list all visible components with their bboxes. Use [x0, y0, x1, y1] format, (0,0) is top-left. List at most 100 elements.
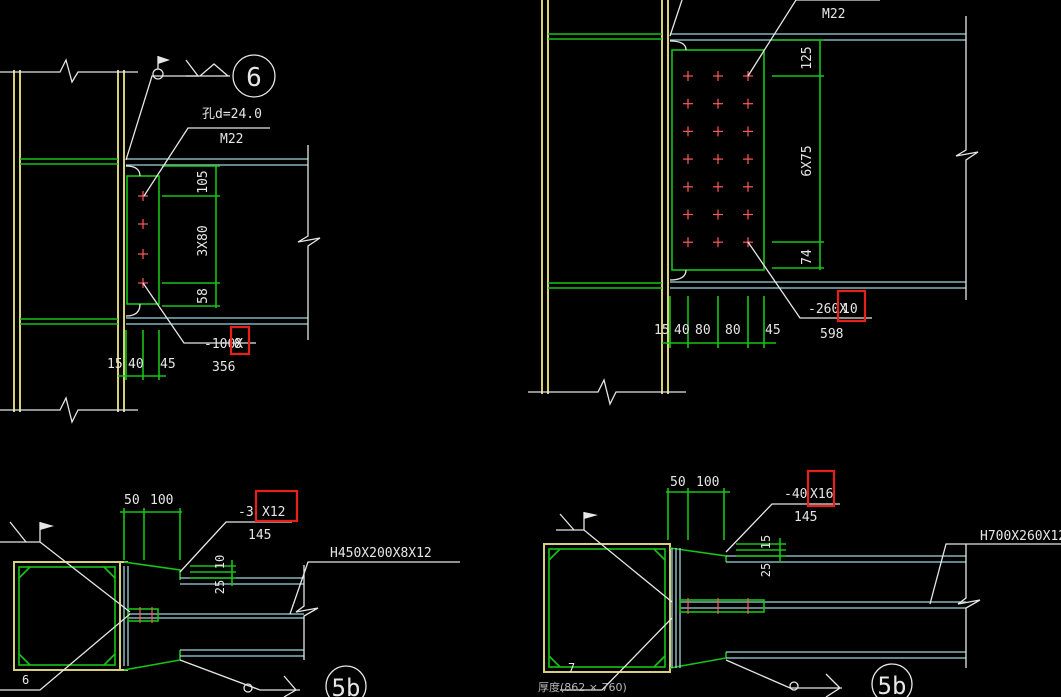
weld-size-br: 7 [568, 661, 575, 675]
plate-main-bl: -3 [238, 505, 254, 520]
weld-symbol-bl: 5b 6 [0, 521, 367, 697]
bolt [713, 237, 723, 248]
bolt [138, 249, 148, 259]
dim-v2-br: 25 [759, 563, 773, 577]
dim-top-tl: 105 [196, 170, 211, 193]
bolt-leader-tl [143, 127, 270, 197]
dim-bot-tr: 74 [800, 249, 815, 265]
dim-b-br: 100 [696, 475, 719, 490]
dim-v1-br: 15 [759, 535, 773, 549]
dim-v2-bl: 25 [213, 580, 227, 594]
beam-br [669, 544, 981, 669]
plate-leader-bl [179, 521, 292, 573]
hole-note-tl: 孔d=24.0 [202, 107, 262, 122]
dim-mid-tr: 6X75 [800, 145, 815, 176]
highlight-box-tl [229, 325, 251, 356]
plate-leader-tr [747, 241, 872, 319]
bolt [713, 71, 723, 81]
dim-b3-tl: 45 [160, 357, 176, 372]
bolt [138, 219, 148, 229]
beam-leader-br [929, 543, 1061, 605]
weld-symbol-br: 5b 7 [556, 512, 913, 697]
column-tr [528, 0, 686, 406]
bolt-group-tr [683, 71, 753, 248]
shear-plate-tl [126, 175, 160, 305]
dim-b1-tl: 15 [107, 357, 123, 372]
bolt-spec-tl: M22 [220, 132, 243, 147]
beam-label-br: H700X260X12 [980, 529, 1061, 544]
detail-top-right: 125 6X75 74 M22 -260X 10 598 15 40 80 80… [528, 0, 979, 406]
bolt [683, 237, 693, 248]
dim-chain-vertical-tl [162, 165, 220, 308]
beam-tl [126, 145, 321, 340]
dim-bot-tl: 58 [196, 288, 211, 304]
dim-chain-vertical-br [736, 538, 786, 562]
beam-label-bl: H450X200X8X12 [330, 546, 432, 561]
plate-thickness-bl: X12 [262, 505, 285, 520]
detail-bottom-right: 50 100 15 25 -40 X16 145 H700X260X12 5b [543, 469, 1061, 697]
beam-leader-bl [289, 561, 460, 615]
plate-main-tl: -100X [204, 337, 243, 352]
bolt [743, 98, 753, 109]
detail-number-bl: 5b [332, 674, 361, 697]
dim-b2-tr: 40 [674, 323, 690, 338]
highlight-box-bl [254, 489, 299, 523]
bolt [713, 181, 723, 192]
beam-tr [670, 16, 979, 300]
column-tl [0, 58, 138, 424]
bolt [713, 126, 723, 137]
dim-chain-top-br [666, 488, 730, 540]
detail-number-tl: 6 [246, 63, 262, 93]
bolt [683, 181, 693, 192]
plate-thickness-tl: 8 [234, 337, 242, 352]
plate-leader-br [725, 503, 840, 553]
dim-v1-bl: 10 [213, 555, 227, 569]
dim-a-br: 50 [670, 475, 686, 490]
weld-size-bl: 6 [22, 673, 29, 687]
dim-b-bl: 100 [150, 493, 173, 508]
detail-bottom-left: 50 100 10 25 -3 X12 145 H450X200X8X12 5b [0, 489, 460, 697]
detail-number-br: 5b [878, 672, 907, 697]
bolt [743, 181, 753, 192]
detail-top-left: 105 3X80 58 孔d=24.0 M22 6 -100X 8 356 [0, 54, 321, 424]
dim-mid-tl: 3X80 [196, 225, 211, 256]
bolt [713, 209, 723, 220]
bolt [683, 154, 693, 165]
dim-chain-bottom-tl [118, 330, 166, 380]
bolt [713, 98, 723, 109]
dim-a-bl: 50 [124, 493, 140, 508]
dim-chain-top-bl [120, 508, 182, 560]
dim-b4-tr: 80 [725, 323, 741, 338]
dim-b1-tr: 15 [654, 323, 670, 338]
bolt [743, 126, 753, 137]
dimension-tooltip: 厚度(862 × 760) [538, 681, 627, 694]
dim-b3-tr: 80 [695, 323, 711, 338]
highlight-box-tr [836, 289, 867, 323]
plate-length-tr: 598 [820, 327, 843, 342]
bolt [683, 71, 693, 81]
dim-chain-bottom-tr [662, 296, 776, 348]
dim-b2-tl: 40 [128, 357, 144, 372]
bolt [713, 154, 723, 165]
bolt [683, 209, 693, 220]
plate-length-tl: 356 [212, 360, 235, 375]
weld-symbol-tl: 6 [125, 54, 276, 161]
plate-length-br: 145 [794, 510, 817, 525]
bolt [138, 191, 148, 201]
bolt-spec-tr: M22 [822, 7, 845, 22]
plate-thickness-br: X16 [810, 487, 833, 502]
plate-thickness-tr: 10 [842, 302, 858, 317]
plate-length-bl: 145 [248, 528, 271, 543]
bolt-leader-tr [747, 0, 880, 77]
bolt-group-tl [138, 191, 148, 288]
shear-plate-tr [671, 49, 765, 271]
bolt [743, 209, 753, 220]
plate-main-br: -40 [784, 487, 807, 502]
bolt [683, 98, 693, 109]
column-section-br [543, 543, 671, 673]
bolt [683, 126, 693, 137]
dim-top-tr: 125 [800, 46, 815, 69]
dim-chain-vertical-tr [772, 39, 824, 270]
bolt [743, 154, 753, 165]
